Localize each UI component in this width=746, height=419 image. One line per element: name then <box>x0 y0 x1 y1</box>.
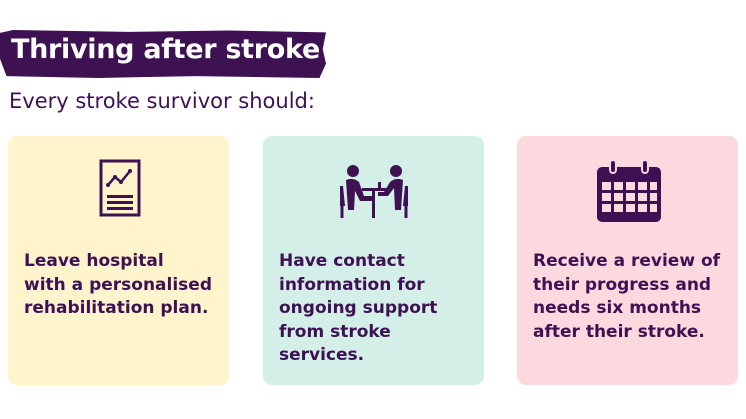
rehabilitation-plan-icon <box>99 159 140 217</box>
page-subtitle: Every stroke survivor should: <box>9 89 315 113</box>
card-contact-information: Have contact information for ongoing sup… <box>263 136 484 385</box>
meeting-icon <box>339 165 408 218</box>
card-text: Have contact information for ongoing sup… <box>279 251 438 365</box>
page-title: Thriving after stroke <box>11 34 320 65</box>
calendar-icon <box>596 159 661 222</box>
card-text: Leave hospital with a personalised rehab… <box>24 251 212 318</box>
title-banner <box>0 30 326 78</box>
card-text: Receive a review of their progress and n… <box>533 251 721 342</box>
card-six-month-review: Receive a review of their progress and n… <box>517 136 738 385</box>
card-rehabilitation-plan: Leave hospital with a personalised rehab… <box>8 136 229 385</box>
